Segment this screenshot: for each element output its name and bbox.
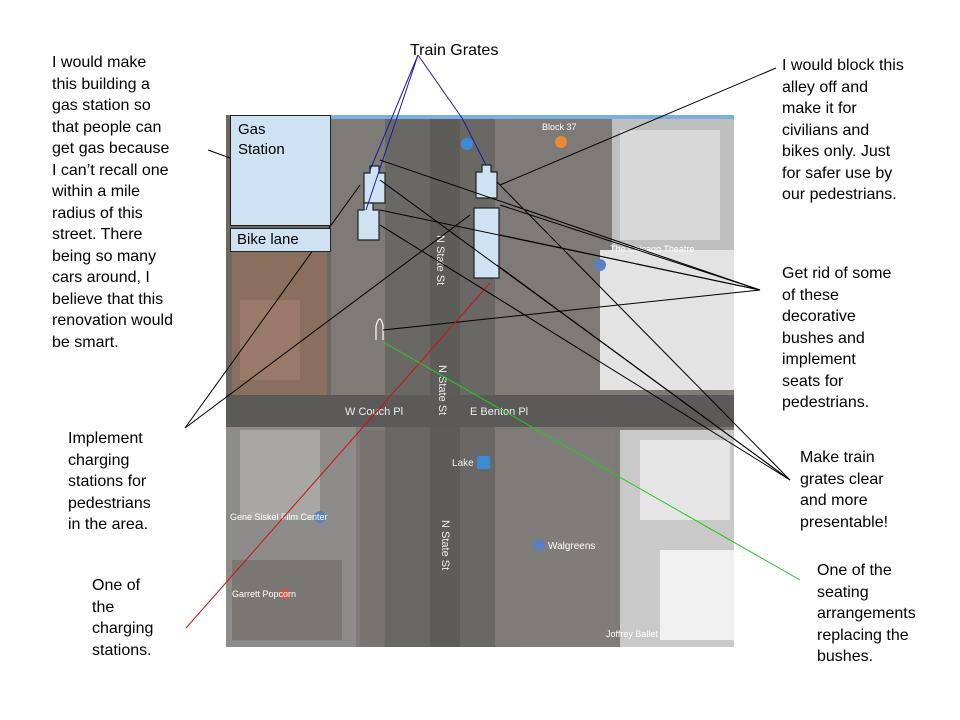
charging-note: Implement charging stations for pedestri… [68, 430, 151, 533]
place-label: Gene Siskel Film Center [230, 512, 328, 522]
diagram-title: Train Grates [410, 42, 499, 59]
train-grate-3 [475, 164, 498, 199]
film-icon [314, 511, 326, 523]
shop-icon [555, 136, 567, 148]
place-label: Walgreens [548, 541, 595, 552]
train-grate-2 [357, 202, 380, 241]
seating-bench [473, 207, 500, 279]
place-label: Block 37 [542, 122, 577, 132]
annotation-lines [184, 54, 801, 629]
charging-station [375, 318, 384, 340]
bushes-note: Get rid of some of these decorative bush… [782, 265, 892, 411]
cafe-icon [280, 589, 290, 599]
street-label: E Benton Pl [470, 406, 528, 418]
seating-note: One of the seating arrangements replacin… [817, 562, 916, 665]
street-label: N State St [436, 365, 448, 415]
theatre-icon [594, 259, 606, 271]
transit-icon [461, 138, 473, 150]
overlay-shapes [357, 164, 500, 340]
walgreens-icon [533, 539, 545, 551]
place-label: The Chicago Theatre [610, 244, 694, 254]
place-label: Lake [452, 458, 474, 469]
metro-icon [477, 456, 490, 469]
alley-note: I would block this alley off and make it… [782, 57, 904, 203]
street-label: N State St [439, 520, 451, 570]
gas-station-box: Gas Station [230, 115, 331, 226]
charging-example-note: One of the charging stations. [92, 577, 154, 659]
street-label: N State St [434, 235, 446, 285]
place-label: Garrett Popcorn [232, 589, 296, 599]
grates-note: Make train grates clear and more present… [800, 449, 889, 531]
bike-lane-box: Bike lane [230, 228, 331, 252]
place-label: Joffrey Ballet [606, 629, 658, 639]
gas-station-note: I would make this building a gas station… [52, 54, 173, 351]
street-label: W Couch Pl [345, 406, 403, 418]
